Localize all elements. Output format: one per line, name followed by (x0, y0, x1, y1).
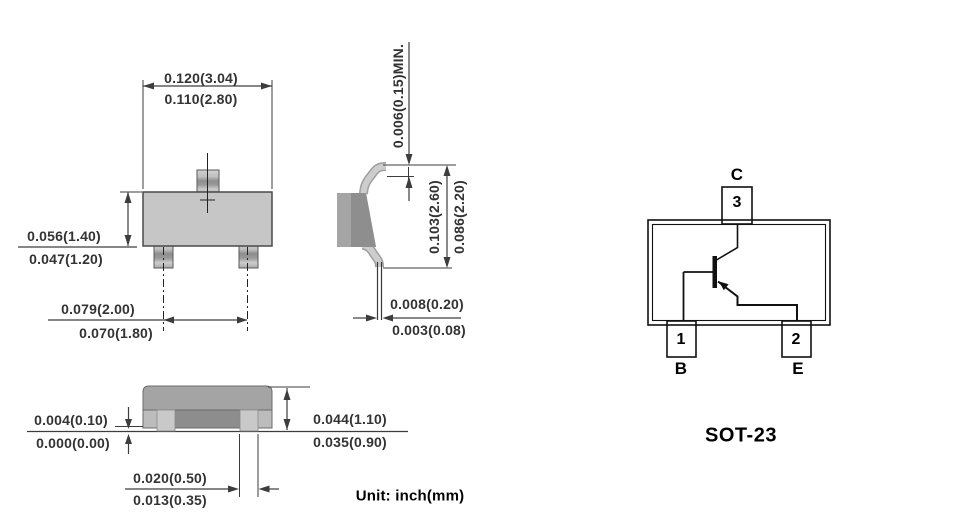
side-top-lead (360, 163, 387, 195)
dim-standoff-min: 0.000(0.00) (36, 435, 110, 451)
package-name: SOT-23 (705, 424, 777, 447)
side-body-shade (351, 193, 376, 247)
lead-width-extension-lines (239, 434, 259, 497)
pin2-number: 2 (791, 331, 801, 348)
dim-side-height-min: 0.086(2.20) (451, 180, 467, 254)
pin1-box (666, 320, 697, 358)
dim-lead-width-max: 0.020(0.50) (133, 470, 207, 486)
seated-body-top (142, 385, 273, 411)
dim-front-height-min: 0.047(1.20) (29, 251, 103, 267)
collector-wire (716, 224, 739, 261)
transistor-base-bar (712, 256, 717, 288)
emitter-arrowhead (719, 281, 729, 291)
arrowhead (125, 434, 132, 444)
dim-lead-thickness-min: 0.003(0.08) (392, 322, 466, 338)
seated-lead-left (156, 409, 176, 432)
pin1-number: 1 (676, 331, 686, 348)
width-extension-lines (142, 80, 273, 189)
pinout-body-inner-outline (651, 223, 827, 322)
side-view (337, 42, 461, 322)
arrowhead (443, 257, 451, 268)
arrowhead (163, 316, 174, 324)
pinout-body-outline (647, 219, 831, 326)
arrowhead (405, 154, 413, 165)
dim-standoff-max: 0.004(0.10) (34, 412, 108, 428)
seated-view (27, 385, 408, 497)
pin3-name-label: C (730, 165, 744, 184)
emitter-wire (717, 280, 798, 321)
arrowhead (237, 316, 248, 324)
arrowhead (405, 176, 413, 188)
dim-side-height-max: 0.103(2.60) (426, 180, 442, 254)
pin3-box (721, 186, 753, 225)
pin3-number: 3 (732, 194, 742, 211)
side-lead-tip (376, 262, 383, 320)
pin2-name-label: E (792, 359, 804, 378)
front-view (18, 80, 273, 331)
dim-front-height-max: 0.056(1.40) (27, 228, 101, 244)
seated-chamfer-left (143, 410, 158, 428)
arrowhead (382, 314, 393, 322)
pinout-diagram (647, 186, 831, 358)
unit-note: Unit: inch(mm) (355, 487, 465, 505)
dim-lead-width-min: 0.013(0.35) (133, 492, 207, 508)
dim-tab-clearance: 0.006(0.15)MIN. (390, 43, 406, 149)
arrowhead (258, 485, 270, 493)
dim-front-width-max: 0.120(3.04) (164, 70, 238, 86)
arrowhead (125, 419, 132, 429)
arrowhead (228, 485, 239, 493)
dim-lead-thickness-max: 0.008(0.20) (390, 296, 464, 312)
arrowhead (124, 235, 132, 246)
tab-centerline (200, 153, 215, 213)
dim-lead-span-min: 0.070(1.80) (79, 325, 153, 341)
arrowhead (443, 165, 451, 176)
arrowhead (283, 389, 291, 400)
dim-seated-height-min: 0.035(0.90) (313, 434, 387, 450)
arrowhead (143, 82, 154, 90)
pin1-name-label: B (674, 359, 688, 378)
arrowhead (366, 314, 377, 322)
dim-seated-height-max: 0.044(1.10) (313, 411, 387, 427)
arrowhead (283, 419, 291, 430)
seated-chamfer-right (257, 410, 272, 428)
dim-front-width-min: 0.110(2.80) (164, 91, 238, 107)
seated-lead-right (239, 409, 259, 432)
side-bottom-lead (362, 242, 383, 268)
base-wire (682, 271, 713, 321)
dim-lead-span-max: 0.079(2.00) (61, 301, 135, 317)
arrowhead (261, 82, 272, 90)
arrowhead (124, 192, 132, 203)
